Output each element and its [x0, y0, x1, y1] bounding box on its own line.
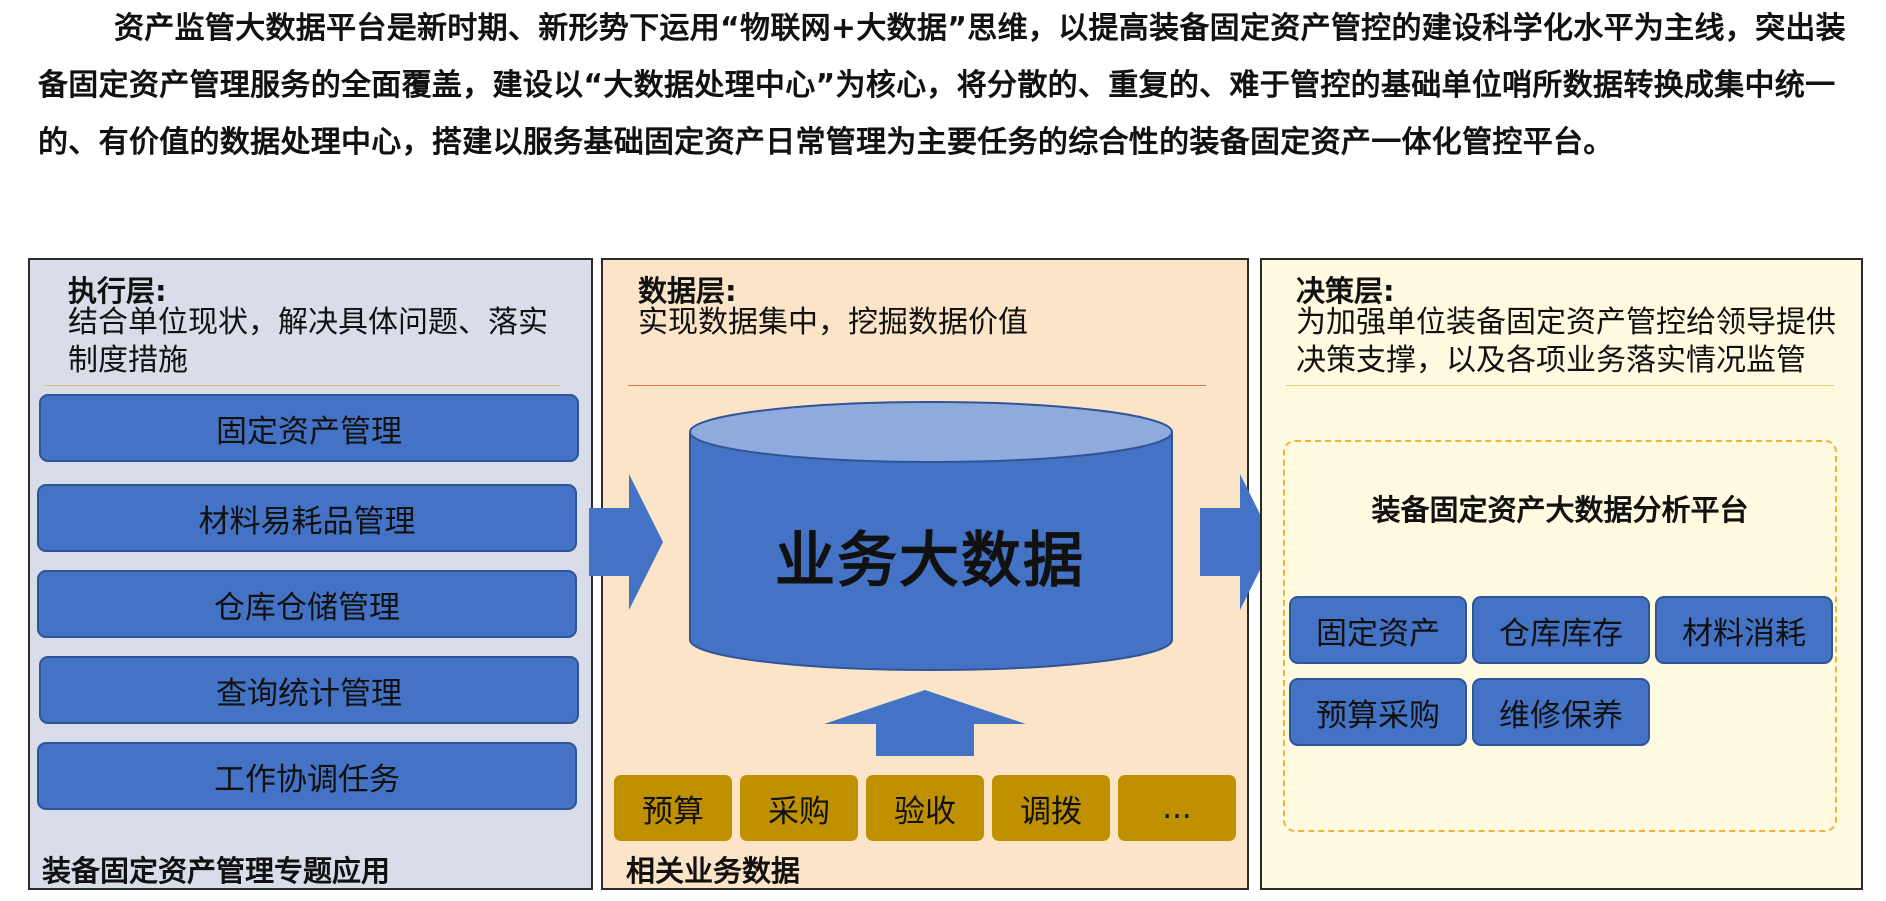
intro-paragraph: 资产监管大数据平台是新时期、新形势下运用“物联网+大数据”思维，以提高装备固定资…	[38, 11, 1846, 160]
cylinder-label: 业务大数据	[775, 526, 1085, 596]
item-fixed-asset-management[interactable]: 固定资产管理	[39, 394, 579, 462]
data-divider	[628, 385, 1206, 386]
item-material-consumables-management[interactable]: 材料易耗品管理	[37, 484, 577, 552]
platform-item-warehouse-inventory[interactable]: 仓库库存	[1472, 596, 1650, 664]
database-cylinder-icon	[689, 401, 1173, 671]
platform-item-material-consumption[interactable]: 材料消耗	[1655, 596, 1833, 664]
data-item-more[interactable]: ...	[1118, 775, 1236, 841]
item-query-statistics-management[interactable]: 查询统计管理	[39, 656, 579, 724]
data-item-budget[interactable]: 预算	[614, 775, 732, 841]
data-layer-title: 数据层:	[638, 274, 737, 308]
decision-layer-title: 决策层:	[1296, 274, 1395, 308]
analysis-platform-box	[1283, 440, 1837, 832]
item-work-coordination-task[interactable]: 工作协调任务	[37, 742, 577, 810]
analysis-platform-title: 装备固定资产大数据分析平台	[1371, 493, 1749, 527]
decision-layer-panel	[1260, 258, 1863, 890]
data-item-procurement[interactable]: 采购	[740, 775, 858, 841]
execution-bottom-label: 装备固定资产管理专题应用	[42, 854, 391, 888]
decision-layer-description: 为加强单位装备固定资产管控给领导提供决策支撑，以及各项业务落实情况监管	[1296, 305, 1836, 378]
right-arrow-icon	[1200, 474, 1274, 610]
platform-item-fixed-assets[interactable]: 固定资产	[1289, 596, 1467, 664]
up-arrow-icon	[824, 690, 1026, 756]
data-bottom-label: 相关业务数据	[626, 854, 801, 888]
execution-layer-description: 结合单位现状，解决具体问题、落实制度措施	[68, 305, 548, 378]
platform-item-maintenance[interactable]: 维修保养	[1472, 678, 1650, 746]
execution-divider	[44, 385, 560, 386]
item-warehouse-storage-management[interactable]: 仓库仓储管理	[37, 570, 577, 638]
data-item-allocation[interactable]: 调拨	[992, 775, 1110, 841]
decision-divider	[1286, 385, 1834, 386]
right-arrow-icon	[589, 474, 663, 610]
data-item-acceptance[interactable]: 验收	[866, 775, 984, 841]
data-layer-description: 实现数据集中，挖掘数据价值	[638, 305, 1028, 340]
execution-layer-title: 执行层:	[68, 274, 167, 308]
platform-item-budget-procurement[interactable]: 预算采购	[1289, 678, 1467, 746]
